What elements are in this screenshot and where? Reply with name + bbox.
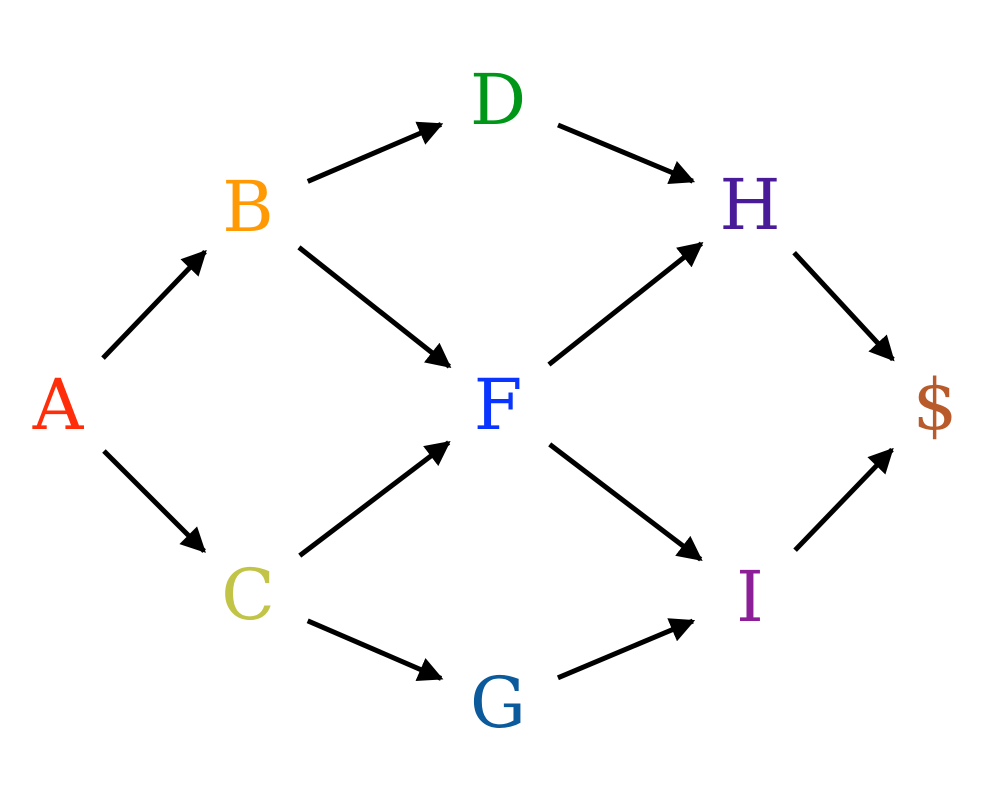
node-i: I bbox=[736, 556, 764, 638]
node-g: G bbox=[470, 662, 526, 744]
edge-f-to-i bbox=[548, 442, 703, 562]
node-s: $ bbox=[913, 364, 958, 446]
node-d: D bbox=[470, 59, 526, 141]
node-f: F bbox=[474, 364, 523, 446]
edge-a-to-b bbox=[101, 249, 207, 360]
node-a: A bbox=[32, 364, 85, 446]
edge-a-to-c bbox=[102, 449, 206, 553]
edge-c-to-g bbox=[306, 618, 444, 681]
node-b: B bbox=[222, 166, 273, 248]
edge-b-to-d bbox=[306, 121, 444, 184]
nodes: A B C D F G H I $ bbox=[32, 59, 958, 744]
edge-b-to-f bbox=[297, 245, 452, 369]
edges bbox=[101, 121, 895, 681]
edge-f-to-h bbox=[547, 241, 704, 367]
edge-d-to-h bbox=[557, 122, 696, 185]
node-c: C bbox=[221, 554, 275, 636]
edge-i-to-s bbox=[793, 447, 894, 552]
edge-h-to-s bbox=[792, 251, 895, 362]
edge-c-to-f bbox=[298, 440, 451, 558]
node-h: H bbox=[719, 164, 780, 246]
edge-g-to-i bbox=[556, 618, 696, 681]
